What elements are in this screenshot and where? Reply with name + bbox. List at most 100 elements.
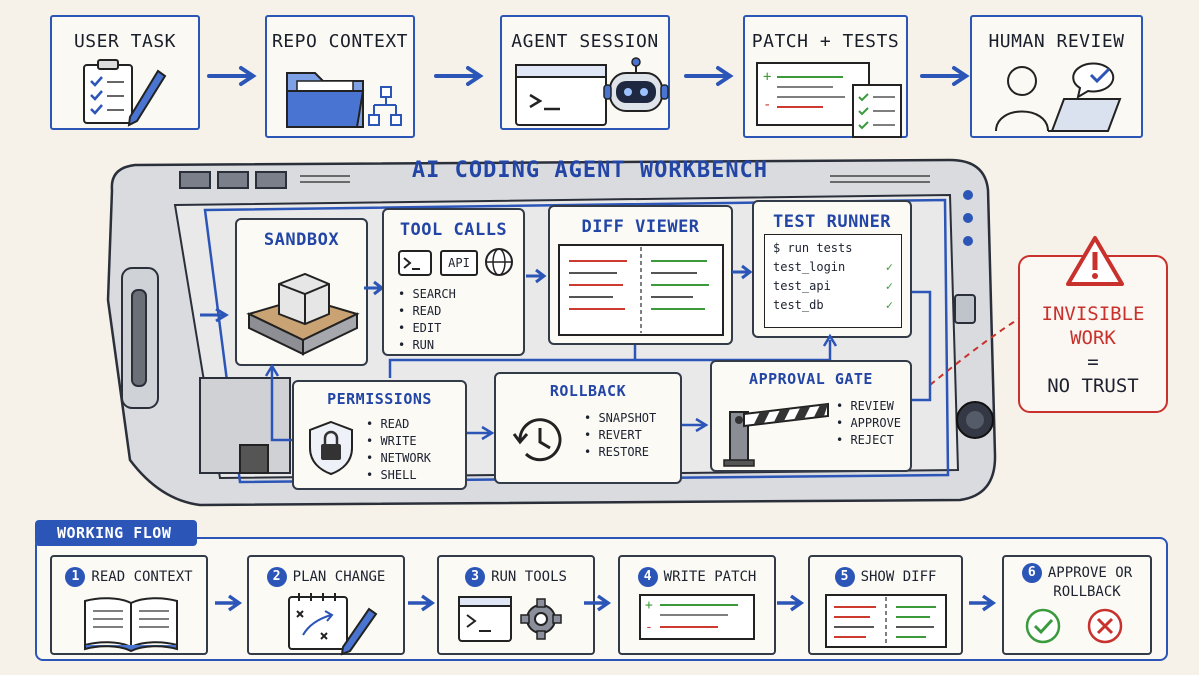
step-number: 3 <box>465 567 486 587</box>
rollback-item: RESTORE <box>584 444 656 461</box>
pipeline-label: REPO CONTEXT <box>271 31 409 52</box>
permissions-panel: PERMISSIONS READ WRITE NETWORK SHELL <box>292 380 467 490</box>
callout-line: = <box>1087 351 1099 373</box>
approval-item: REJECT <box>836 432 901 449</box>
approval-item: REVIEW <box>836 398 901 415</box>
step-text: APPROVE OR <box>1047 565 1133 581</box>
invisible-work-callout: INVISIBLE WORK = NO TRUST <box>1018 236 1168 413</box>
step-text: PLAN CHANGE <box>292 569 386 585</box>
test-name: test_login <box>773 260 846 274</box>
test-command: $ run tests <box>773 241 853 255</box>
pipeline-label: HUMAN REVIEW <box>988 31 1125 52</box>
arrow-icon <box>215 594 243 612</box>
test-row: test_login✓ <box>773 258 893 277</box>
arrow-icon <box>408 594 436 612</box>
svg-text:-: - <box>763 97 771 113</box>
test-name: test_db <box>773 298 824 312</box>
approval-item: APPROVE <box>836 415 901 432</box>
test-name: test_api <box>773 279 831 293</box>
step-number: 6 <box>1021 563 1042 583</box>
panel-title: APPROVAL GATE <box>749 370 873 388</box>
workbench-title: AI CODING AGENT WORKBENCH <box>411 158 769 183</box>
rollback-item: REVERT <box>584 427 656 444</box>
step-text: SHOW DIFF <box>860 569 937 585</box>
flow-step-read-context: 1 READ CONTEXT <box>50 555 208 655</box>
pipeline-step-human-review: HUMAN REVIEW <box>970 15 1143 138</box>
svg-text:+: + <box>645 598 653 613</box>
step-number: 1 <box>65 567 86 587</box>
arrow-icon <box>434 66 484 86</box>
pipeline-label: PATCH + TESTS <box>751 31 900 52</box>
working-flow-badge: WORKING FLOW <box>35 520 197 546</box>
patch-icon: + - <box>639 594 755 640</box>
arrow-icon <box>732 264 753 280</box>
plan-notepad-icon <box>288 593 378 656</box>
folder-tree-icon <box>286 72 402 128</box>
arrow-icon <box>207 66 257 86</box>
sandbox-panel: SANDBOX <box>235 218 368 366</box>
approval-gate-panel: APPROVAL GATE REVIEW APPROVE REJECT <box>710 360 912 472</box>
warning-triangle-icon <box>1066 236 1124 286</box>
callout-line: INVISIBLE <box>1041 303 1145 325</box>
arrow-icon <box>526 268 547 284</box>
open-book-icon <box>84 597 178 653</box>
permission-item: SHELL <box>366 467 431 484</box>
step-text: ROLLBACK <box>1053 584 1121 600</box>
step-label: 4 WRITE PATCH <box>620 567 774 587</box>
step-number: 2 <box>266 567 287 587</box>
test-row: test_db✓ <box>773 296 893 315</box>
history-clock-icon <box>512 418 562 462</box>
flow-step-approve-or-rollback: 6 APPROVE OR ROLLBACK <box>1002 555 1152 655</box>
arrow-icon <box>684 66 734 86</box>
check-icon: ✓ <box>885 279 893 293</box>
arrow-icon <box>584 594 612 612</box>
tool-call-list: SEARCH READ EDIT RUN <box>398 286 456 354</box>
terminal-gear-icon <box>458 596 562 642</box>
step-text: WRITE PATCH <box>663 569 757 585</box>
diff-icon <box>825 594 947 648</box>
pipeline-step-user-task: USER TASK <box>50 15 200 130</box>
step-number: 4 <box>637 567 658 587</box>
cross-circle-icon <box>1087 608 1123 644</box>
tool-call-item: READ <box>398 303 456 320</box>
pipeline-step-agent-session: AGENT SESSION <box>500 15 670 130</box>
approval-list: REVIEW APPROVE REJECT <box>836 398 901 449</box>
permission-item: NETWORK <box>366 450 431 467</box>
panel-title: ROLLBACK <box>549 382 627 400</box>
diff-viewer-panel: DIFF VIEWER <box>548 205 733 345</box>
arrow-icon <box>969 594 997 612</box>
arrow-icon <box>200 307 229 323</box>
tool-call-item: SEARCH <box>398 286 455 303</box>
clipboard-checklist-icon <box>83 59 167 127</box>
working-flow-title: WORKING FLOW <box>57 524 172 542</box>
pipeline-label: AGENT SESSION <box>511 31 659 52</box>
callout-line: NO TRUST <box>1047 375 1139 397</box>
panel-title: DIFF VIEWER <box>581 217 700 237</box>
step-label: 2 PLAN CHANGE <box>249 567 403 587</box>
tool-call-item: EDIT <box>398 320 456 337</box>
svg-text:+: + <box>763 69 771 85</box>
pipeline-label: USER TASK <box>73 31 177 52</box>
barrier-gate-icon <box>723 402 829 467</box>
rollback-list: SNAPSHOT REVERT RESTORE <box>584 410 656 461</box>
test-terminal: $ run tests test_login✓ test_api ✓ test_d… <box>764 234 902 328</box>
callout-line: WORK <box>1070 327 1116 349</box>
pipeline-step-patch-tests: PATCH + TESTS + - <box>743 15 908 138</box>
svg-text:-: - <box>645 620 653 635</box>
arrow-icon <box>920 66 970 86</box>
globe-icon <box>485 248 513 276</box>
step-label: 6 APPROVE OR ROLLBACK <box>1004 563 1150 601</box>
terminal-robot-icon <box>515 57 669 126</box>
rollback-panel: ROLLBACK SNAPSHOT REVERT RESTORE <box>494 372 682 484</box>
permission-list: READ WRITE NETWORK SHELL <box>366 416 431 484</box>
step-text: READ CONTEXT <box>91 569 193 585</box>
step-label: 1 READ CONTEXT <box>52 567 206 587</box>
tool-call-item: RUN <box>398 337 456 354</box>
permission-item: WRITE <box>366 433 431 450</box>
panel-title: SANDBOX <box>263 230 340 250</box>
